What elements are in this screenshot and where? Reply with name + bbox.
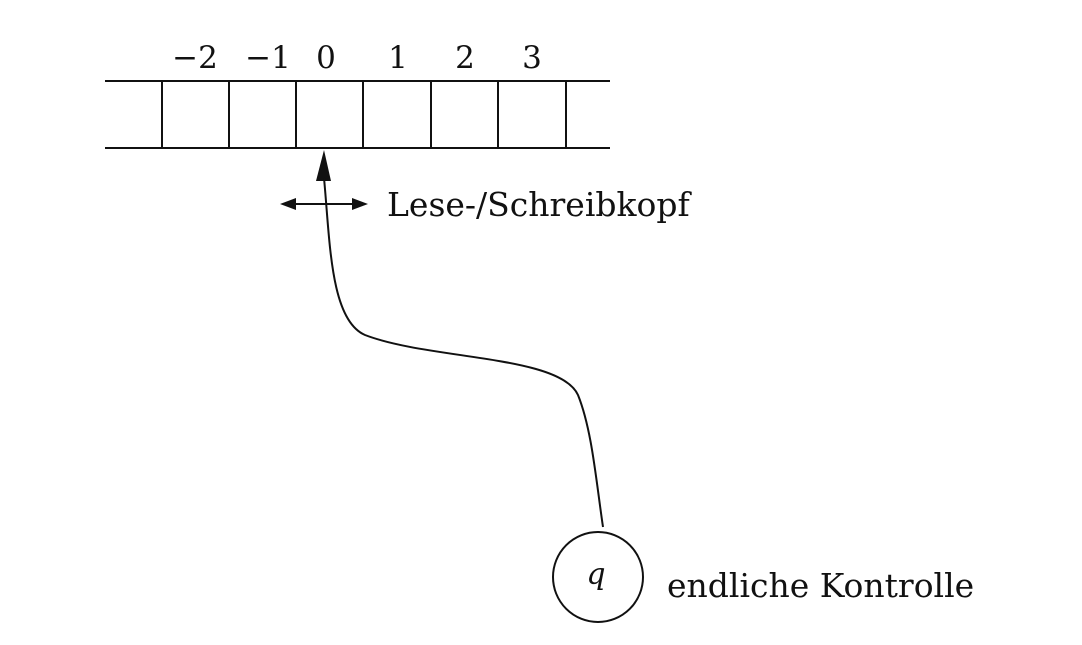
head-connection-curve xyxy=(323,177,604,528)
cell-label-2: 2 xyxy=(455,40,475,76)
head-label: Lese-/Schreibkopf xyxy=(387,185,692,224)
state-circle xyxy=(552,531,644,623)
state-symbol: q xyxy=(586,557,605,592)
cell-label-minus-2: −2 xyxy=(172,40,218,76)
cell-label-minus-1: −1 xyxy=(245,40,291,76)
tape-cell-labels: −2 −1 0 1 2 3 xyxy=(172,40,542,76)
head-movement-arrow-icon xyxy=(280,198,368,210)
cell-label-0: 0 xyxy=(316,40,336,76)
cell-label-1: 1 xyxy=(388,40,408,76)
cell-label-3: 3 xyxy=(522,40,542,76)
control-label: endliche Kontrolle xyxy=(667,566,974,605)
head-pointer-arrowhead xyxy=(316,150,331,181)
tape xyxy=(105,80,610,149)
